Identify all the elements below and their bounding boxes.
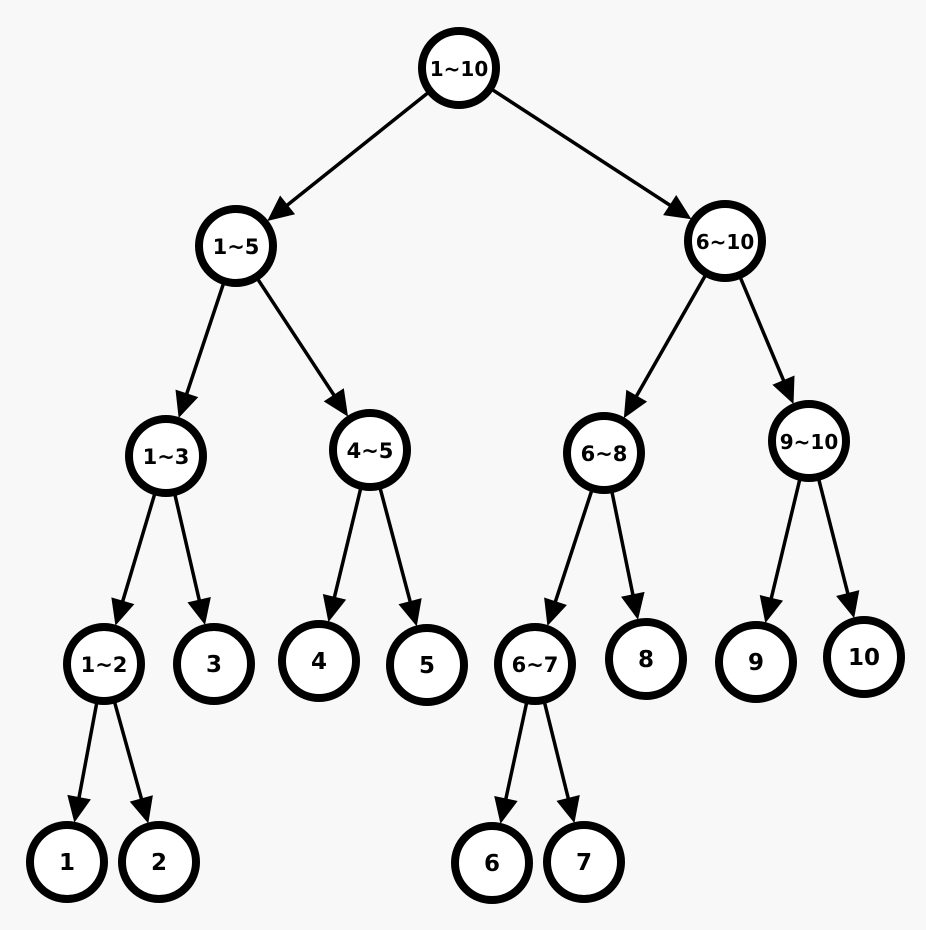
edge-n9_10-n9 (769, 479, 802, 601)
tree-node-n1_2: 1~2 (63, 623, 145, 705)
edge-n4_5-n5 (378, 488, 413, 604)
arrowhead-n5 (398, 598, 422, 627)
arrowhead-n9 (759, 595, 784, 624)
tree-node-n9: 9 (715, 621, 797, 703)
tree-node-n8: 8 (605, 618, 687, 700)
tree-node-n1_3: 1~3 (125, 415, 207, 497)
edge-n1_2-n2 (113, 702, 144, 801)
node-label: 6~10 (696, 230, 755, 254)
tree-node-n6: 6 (451, 822, 533, 904)
node-label: 6 (484, 851, 500, 877)
node-label: 6~7 (512, 653, 559, 677)
arrowhead-n6 (494, 795, 518, 824)
node-circle (278, 620, 360, 702)
edge-n1_10-n6_10 (491, 88, 673, 208)
node-label: 3 (206, 652, 222, 678)
arrowhead-n1 (67, 794, 91, 823)
arrowhead-n6_10 (663, 194, 692, 220)
node-circle (768, 400, 850, 482)
arrowhead-n1_5 (267, 195, 296, 222)
arrowhead-n3 (187, 596, 211, 626)
tree-edges (67, 88, 860, 824)
tree-node-n1_10: 1~10 (418, 27, 500, 109)
node-label: 10 (848, 645, 880, 671)
edge-n6_8-n8 (610, 491, 635, 597)
tree-node-n3: 3 (173, 623, 255, 705)
edge-n6_7-n6 (503, 702, 529, 801)
arrowhead-n4_5 (323, 388, 349, 417)
tree-node-n4: 4 (278, 620, 360, 702)
edge-n9_10-n10 (817, 479, 850, 596)
edge-n6_7-n7 (542, 702, 571, 801)
node-label: 1~10 (430, 57, 489, 81)
arrowhead-n6_8 (623, 389, 648, 419)
node-circle (684, 200, 766, 282)
node-circle (715, 621, 797, 703)
node-label: 8 (638, 647, 654, 673)
node-label: 5 (419, 653, 435, 679)
tree-node-n6_7: 6~7 (494, 623, 576, 705)
arrowhead-n2 (129, 795, 153, 824)
arrowhead-n6_7 (544, 597, 567, 626)
tree-node-n1: 1 (26, 821, 108, 903)
arrowhead-n9_10 (772, 375, 795, 405)
node-circle (451, 822, 533, 904)
arrowhead-n1_3 (175, 389, 199, 419)
node-label: 4 (311, 649, 327, 675)
node-label: 4~5 (347, 439, 394, 463)
node-circle (125, 415, 207, 497)
node-circle (563, 412, 645, 494)
tree-nodes: 1~10 1~5 6~10 1~3 4~5 6~8 9~10 1~2 3 4 5 6~7 8 9 10 1 2 6… (26, 27, 905, 904)
node-label: 1~5 (213, 235, 260, 259)
node-circle (63, 623, 145, 705)
node-label: 9 (748, 650, 764, 676)
node-circle (823, 616, 905, 698)
node-circle (418, 27, 500, 109)
edge-n1_2-n1 (77, 702, 99, 800)
arrowhead-n8 (621, 591, 645, 620)
node-label: 2 (151, 850, 167, 876)
arrowhead-n10 (836, 590, 860, 619)
node-label: 1~3 (143, 445, 190, 469)
node-circle (173, 623, 255, 705)
edge-n6_10-n6_8 (634, 274, 707, 399)
edge-n1_3-n1_2 (120, 493, 157, 604)
tree-node-n6_10: 6~10 (684, 200, 766, 282)
node-circle (605, 618, 687, 700)
arrowhead-n1_2 (111, 597, 135, 626)
edge-n6_8-n6_7 (553, 490, 594, 604)
arrowhead-n4 (322, 594, 347, 623)
node-circle (386, 624, 468, 706)
node-circle (329, 409, 411, 491)
node-label: 6~8 (581, 442, 628, 466)
tree-node-n2: 2 (118, 821, 200, 903)
node-label: 1~2 (81, 653, 128, 677)
node-label: 9~10 (780, 430, 839, 454)
edge-n6_10-n9_10 (738, 277, 786, 383)
tree-node-n4_5: 4~5 (329, 409, 411, 491)
edge-n4_5-n4 (332, 488, 363, 600)
edge-n1_5-n1_3 (184, 283, 226, 396)
node-circle (494, 623, 576, 705)
arrowhead-n7 (556, 795, 580, 824)
edge-n1_5-n4_5 (256, 278, 337, 398)
node-label: 1 (59, 850, 75, 876)
tree-node-n1_5: 1~5 (195, 205, 277, 287)
tree-node-n7: 7 (543, 821, 625, 903)
node-circle (195, 205, 277, 287)
tree-node-n6_8: 6~8 (563, 412, 645, 494)
node-circle (26, 821, 108, 903)
tree-node-n9_10: 9~10 (768, 400, 850, 482)
edge-n1_10-n1_5 (284, 91, 429, 208)
node-label: 7 (576, 850, 592, 876)
node-circle (543, 821, 625, 903)
edge-n1_3-n3 (173, 494, 202, 603)
tree-node-n10: 10 (823, 616, 905, 698)
node-circle (118, 821, 200, 903)
tree-node-n5: 5 (386, 624, 468, 706)
